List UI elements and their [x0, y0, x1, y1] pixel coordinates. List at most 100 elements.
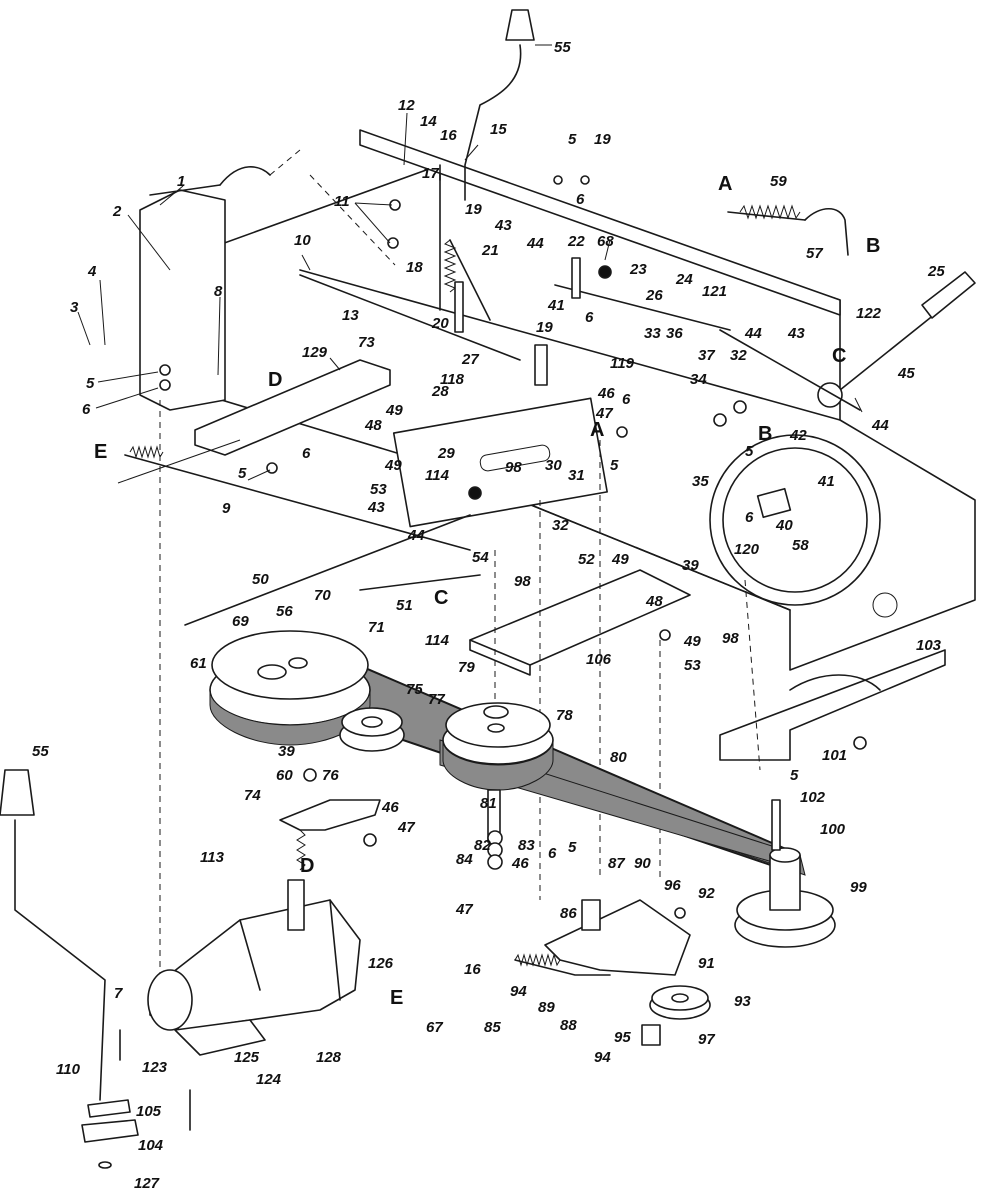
callout-19: 19	[536, 319, 553, 336]
callout-16: 16	[464, 961, 481, 978]
callout-53: 53	[370, 481, 387, 498]
callout-114: 114	[425, 467, 450, 484]
callout-80: 80	[610, 749, 627, 766]
callout-82: 82	[474, 837, 491, 854]
callout-83: 83	[518, 837, 535, 854]
upper-rail	[359, 129, 841, 316]
callout-55: 55	[554, 39, 571, 56]
callout-36: 36	[666, 325, 683, 342]
callout-35: 35	[692, 473, 709, 490]
callout-44: 44	[744, 325, 762, 342]
callout-5: 5	[610, 457, 619, 474]
bracket-74	[279, 799, 381, 871]
callout-46: 46	[381, 799, 399, 816]
callout-13: 13	[342, 307, 359, 324]
callout-25: 25	[927, 263, 945, 280]
callout-104: 104	[138, 1137, 164, 1154]
callout-14: 14	[420, 113, 437, 130]
callout-53: 53	[684, 657, 701, 674]
callout-24: 24	[675, 271, 693, 288]
callout-59: 59	[770, 173, 787, 190]
callout-47: 47	[397, 819, 415, 836]
ref-B-top: B	[866, 235, 880, 257]
callout-101: 101	[822, 747, 847, 764]
callout-70: 70	[314, 587, 331, 604]
callout-34: 34	[690, 371, 707, 388]
callout-127: 127	[134, 1175, 160, 1192]
callout-3: 3	[70, 299, 79, 316]
callout-51: 51	[396, 597, 413, 614]
callout-94: 94	[594, 1049, 611, 1066]
callout-98: 98	[722, 630, 739, 647]
callout-46: 46	[511, 855, 529, 872]
callout-71: 71	[368, 619, 385, 636]
callouts: 1 2 3 4 5 6 8 129 73 5 6 9 10 11 12 13 1…	[32, 39, 945, 1192]
callout-32: 32	[552, 517, 569, 534]
callout-10: 10	[294, 232, 311, 249]
callout-6: 6	[302, 445, 311, 462]
callout-73: 73	[358, 334, 375, 351]
callout-98: 98	[514, 573, 531, 590]
callout-44: 44	[871, 417, 889, 434]
ref-B-mid: B	[758, 423, 772, 445]
callout-15: 15	[490, 121, 507, 138]
callout-6: 6	[622, 391, 631, 408]
callout-4: 4	[87, 263, 97, 280]
callout-57: 57	[806, 245, 823, 262]
lift-lever-45	[817, 271, 976, 408]
pulleys-and-belts	[209, 630, 836, 1020]
callout-87: 87	[608, 855, 625, 872]
callout-52: 52	[578, 551, 595, 568]
bracket-103	[719, 649, 946, 761]
callout-126: 126	[368, 955, 394, 972]
callout-94: 94	[510, 983, 527, 1000]
callout-84: 84	[456, 851, 473, 868]
ref-C-mid: C	[434, 587, 448, 609]
callout-11: 11	[334, 193, 350, 210]
callout-114: 114	[425, 632, 450, 649]
callout-29: 29	[437, 445, 455, 462]
plate-106	[469, 569, 691, 676]
callout-6: 6	[548, 845, 557, 862]
callout-48: 48	[645, 593, 663, 610]
callout-49: 49	[683, 633, 701, 650]
callout-23: 23	[629, 261, 647, 278]
callout-85: 85	[484, 1019, 501, 1036]
callout-32: 32	[730, 347, 747, 364]
callout-6: 6	[576, 191, 585, 208]
callout-37: 37	[698, 347, 715, 364]
callout-113: 113	[200, 849, 225, 866]
callout-58: 58	[792, 537, 809, 554]
callout-48: 48	[364, 417, 382, 434]
callout-99: 99	[850, 879, 867, 896]
callout-106: 106	[586, 651, 612, 668]
callout-39: 39	[682, 557, 699, 574]
callout-16: 16	[440, 127, 457, 144]
idler-bracket-96	[514, 899, 691, 976]
callout-5: 5	[745, 443, 754, 460]
callout-110: 110	[56, 1061, 81, 1078]
callout-49: 49	[385, 402, 403, 419]
callout-5: 5	[790, 767, 799, 784]
callout-74: 74	[244, 787, 261, 804]
callout-22: 22	[567, 233, 585, 250]
callout-44: 44	[526, 235, 544, 252]
callout-5: 5	[86, 375, 95, 392]
callout-93: 93	[734, 993, 751, 1010]
callout-67: 67	[426, 1019, 443, 1036]
callout-103: 103	[916, 637, 942, 654]
callout-128: 128	[316, 1049, 342, 1066]
callout-30: 30	[545, 457, 562, 474]
left-side-plate	[139, 149, 301, 411]
shift-lever-15	[464, 9, 535, 201]
callout-86: 86	[560, 905, 577, 922]
callout-33: 33	[644, 325, 661, 342]
callout-89: 89	[538, 999, 555, 1016]
callout-31: 31	[568, 467, 585, 484]
callout-8: 8	[214, 283, 223, 300]
fasteners	[159, 175, 867, 1046]
callout-47: 47	[455, 901, 473, 918]
callout-6: 6	[82, 401, 91, 418]
callout-55: 55	[32, 743, 49, 760]
callout-92: 92	[698, 885, 715, 902]
